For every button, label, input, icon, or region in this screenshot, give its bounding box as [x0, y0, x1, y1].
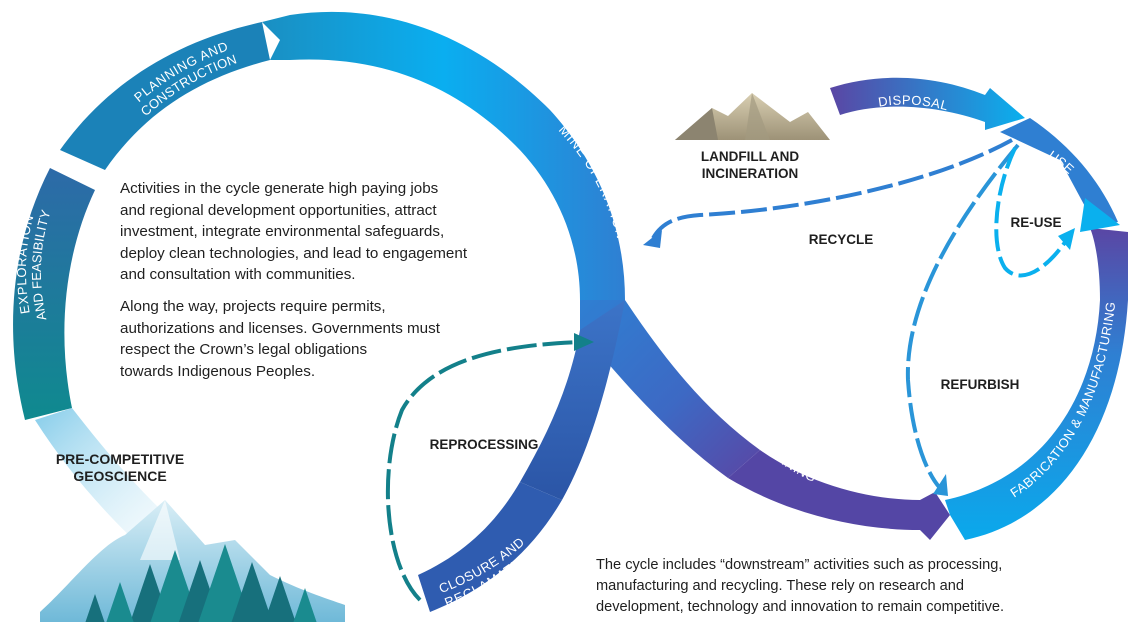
permits-line: respect the Crown’s legal obligations [120, 341, 368, 358]
reprocessing-label: REPROCESSING [429, 437, 539, 452]
pre-competitive-label: PRE-COMPETITIVE GEOSCIENCE [40, 451, 200, 485]
reuse-flow [994, 147, 1070, 278]
refurbish-arrowhead [933, 474, 948, 496]
intro-paragraph: Activities in the cycle generate high pa… [120, 178, 467, 286]
segment-planning [60, 22, 270, 170]
permits-paragraph: Along the way, projects require permits,… [120, 296, 440, 382]
segment-refining [728, 450, 950, 540]
tree-icon [264, 576, 296, 622]
recycle-flow [650, 138, 1013, 241]
landfill-line: INCINERATION [701, 166, 799, 181]
landfill-line: LANDFILL AND [700, 149, 800, 164]
downstream-line: development, technology and innovation t… [596, 599, 1005, 615]
segment-diagonal [580, 300, 760, 478]
intro-line: Activities in the cycle generate high pa… [120, 180, 439, 197]
tree-icon [106, 582, 134, 622]
permits-line: Along the way, projects require permits, [120, 298, 386, 315]
refurbish-flow [905, 143, 1020, 490]
intro-line: investment, integrate environmental safe… [120, 223, 445, 240]
recycle-arrowhead [643, 230, 662, 248]
recycle-label: RECYCLE [808, 232, 874, 247]
reuse-arrowhead [1058, 228, 1075, 250]
reprocessing-arrowhead [574, 333, 594, 351]
reuse-label: RE-USE [1010, 215, 1062, 230]
intro-line: and regional development opportunities, … [120, 201, 437, 219]
segment-closure [418, 482, 562, 612]
permits-line: authorizations and licenses. Governments… [120, 319, 440, 337]
refurbish-label: REFURBISH [940, 377, 1020, 392]
permits-line: towards Indigenous Peoples. [120, 362, 316, 380]
segment-fabrication [945, 228, 1128, 540]
intro-line: deploy clean technologies, and lead to e… [120, 244, 468, 262]
segment-exploration [13, 168, 95, 420]
intro-line: and consultation with communities. [120, 266, 356, 283]
segment-closure-upper [520, 300, 625, 500]
downstream-paragraph: The cycle includes “downstream” activiti… [596, 555, 1004, 618]
tree-group [85, 544, 317, 622]
use-arrowhead [1080, 198, 1120, 232]
pre-competitive-line: GEOSCIENCE [73, 468, 167, 484]
segment-use [1000, 118, 1118, 225]
tree-icon [231, 562, 273, 622]
landfill-label: LANDFILL AND INCINERATION [680, 148, 820, 182]
segment-disposal [830, 77, 1025, 130]
pre-competitive-line: PRE-COMPETITIVE [55, 451, 185, 467]
tree-icon [85, 594, 105, 622]
mountain-forest-icon [40, 500, 345, 622]
downstream-line: manufacturing and recycling. These rely … [596, 578, 965, 594]
tree-icon [293, 588, 317, 622]
landfill-mountain-icon [675, 93, 830, 140]
segment-top-arc [262, 11, 625, 300]
reprocessing-flow [385, 340, 581, 602]
downstream-line: The cycle includes “downstream” activiti… [596, 557, 1003, 573]
